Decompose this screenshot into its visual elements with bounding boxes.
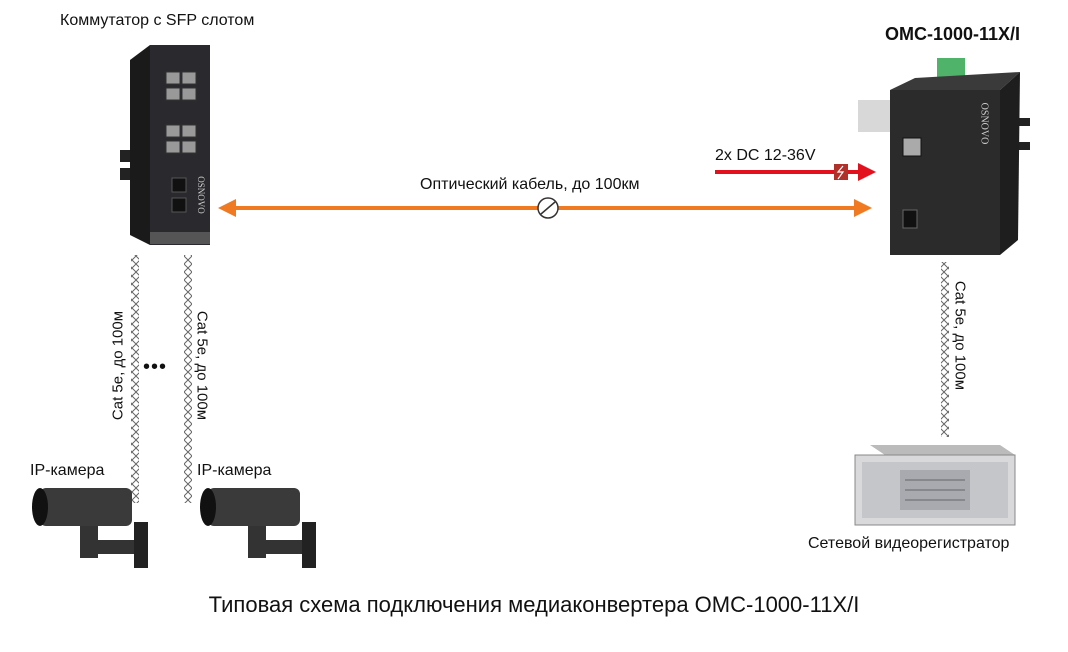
- recorder-label: Сетевой видеорегистратор: [808, 535, 1010, 552]
- switch-device: [120, 45, 210, 245]
- converter-device: [858, 58, 1030, 255]
- cable-middle-label: Cat 5e, до 100м: [193, 310, 211, 421]
- ip-camera-1: [32, 488, 148, 568]
- cable-right: [941, 262, 949, 437]
- ellipsis: •••: [143, 356, 168, 378]
- camera-1-label: IP-камера: [30, 462, 105, 479]
- network-video-recorder: [854, 445, 1016, 526]
- ip-camera-2: [200, 488, 316, 568]
- converter-brand-logo: OSNOVO: [978, 102, 990, 145]
- power-label: 2x DC 12-36V: [715, 147, 816, 164]
- cable-middle: [184, 255, 192, 503]
- switch-label: Коммутатор с SFP слотом: [60, 12, 255, 29]
- optical-link-label: Оптический кабель, до 100км: [420, 176, 640, 193]
- cable-left-label: Cat 5e, до 100м: [109, 310, 127, 421]
- optical-arrow: [218, 197, 872, 219]
- switch-brand-logo: OSNOVO: [196, 176, 206, 214]
- cable-right-label: Cat 5e, до 100м: [951, 280, 969, 391]
- diagram-caption: Типовая схема подключения медиаконвертер…: [208, 592, 860, 617]
- power-arrow: [715, 163, 876, 181]
- camera-2-label: IP-камера: [197, 462, 272, 479]
- converter-label: OMC-1000-11X/I: [885, 24, 1021, 44]
- cable-left: [131, 255, 139, 503]
